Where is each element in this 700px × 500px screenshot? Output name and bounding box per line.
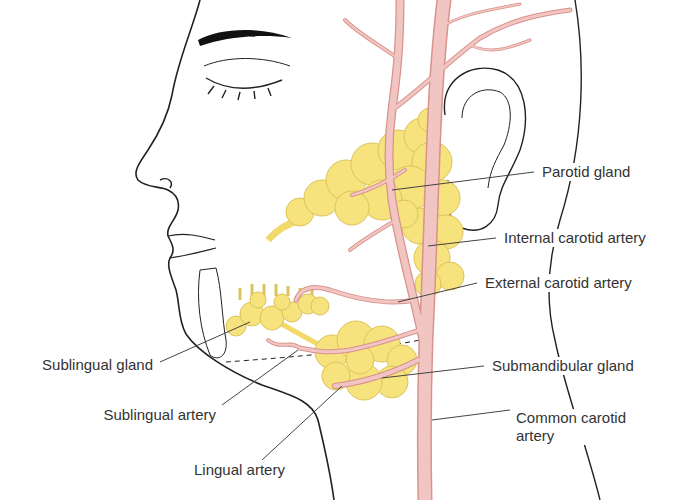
sublingual-gland-label: Sublingual gland (40, 356, 155, 374)
mandible (198, 268, 226, 358)
ear-inner (462, 90, 510, 188)
external-carotid-label: External carotid artery (483, 274, 634, 292)
nostril (160, 179, 171, 188)
common-carotid-label: Common carotid artery (514, 409, 636, 445)
submandibular-label: Submandibular gland (490, 357, 636, 375)
parotid-label: Parotid gland (540, 163, 632, 181)
submandibular-gland (270, 318, 417, 400)
sublingual-artery-label: Sublingual artery (101, 406, 218, 424)
eyebrow (198, 30, 292, 46)
lips (168, 234, 216, 258)
face-outline (136, 0, 334, 500)
eyelid (204, 59, 290, 67)
sublingual-gland (226, 284, 329, 336)
internal-carotid-label: Internal carotid artery (502, 229, 648, 247)
closed-eye (206, 78, 282, 100)
lingual-artery-label: Lingual artery (192, 461, 287, 479)
